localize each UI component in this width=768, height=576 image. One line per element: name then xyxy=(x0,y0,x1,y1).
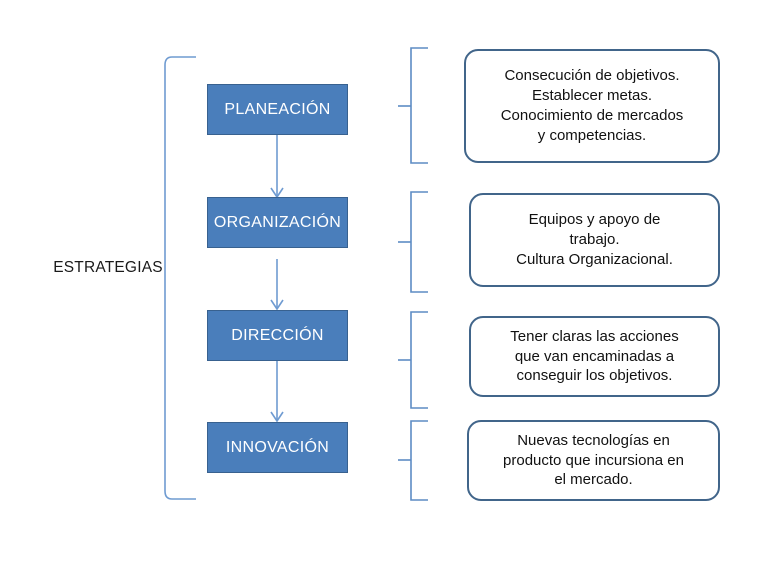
callout-bracket-direccion xyxy=(398,311,428,409)
stage-box-organizacion[interactable]: ORGANIZACIÓN xyxy=(207,197,348,248)
estrategias-label: ESTRATEGIAS xyxy=(53,259,163,276)
callout-text-direccion: Tener claras las acciones que van encami… xyxy=(510,327,679,385)
callout-planeacion[interactable]: Consecución de objetivos. Establecer met… xyxy=(464,49,720,163)
callout-direccion[interactable]: Tener claras las acciones que van encami… xyxy=(469,316,720,397)
stage-box-direccion[interactable]: DIRECCIÓN xyxy=(207,310,348,361)
stage-box-innovacion[interactable]: INNOVACIÓN xyxy=(207,422,348,473)
callout-text-innovacion: Nuevas tecnologías en producto que incur… xyxy=(503,431,684,489)
stage-box-planeacion[interactable]: PLANEACIÓN xyxy=(207,84,348,135)
estrategias-group-bracket xyxy=(164,56,196,500)
callout-bracket-planeacion xyxy=(398,47,428,164)
stage-label-direccion: DIRECCIÓN xyxy=(231,326,324,344)
stage-label-innovacion: INNOVACIÓN xyxy=(225,438,330,456)
connector-organizacion-direccion xyxy=(270,259,284,311)
stage-label-planeacion: PLANEACIÓN xyxy=(224,100,331,118)
callout-organizacion[interactable]: Equipos y apoyo de trabajo. Cultura Orga… xyxy=(469,193,720,287)
connector-planeacion-organizacion xyxy=(270,134,284,199)
stage-label-organizacion: ORGANIZACIÓN xyxy=(213,213,342,231)
callout-bracket-organizacion xyxy=(398,191,428,293)
connector-direccion-innovacion xyxy=(270,360,284,423)
callout-innovacion[interactable]: Nuevas tecnologías en producto que incur… xyxy=(467,420,720,501)
callout-text-organizacion: Equipos y apoyo de trabajo. Cultura Orga… xyxy=(516,211,673,268)
callout-bracket-innovacion xyxy=(398,420,428,501)
callout-text-planeacion: Consecución de objetivos. Establecer met… xyxy=(500,67,684,144)
